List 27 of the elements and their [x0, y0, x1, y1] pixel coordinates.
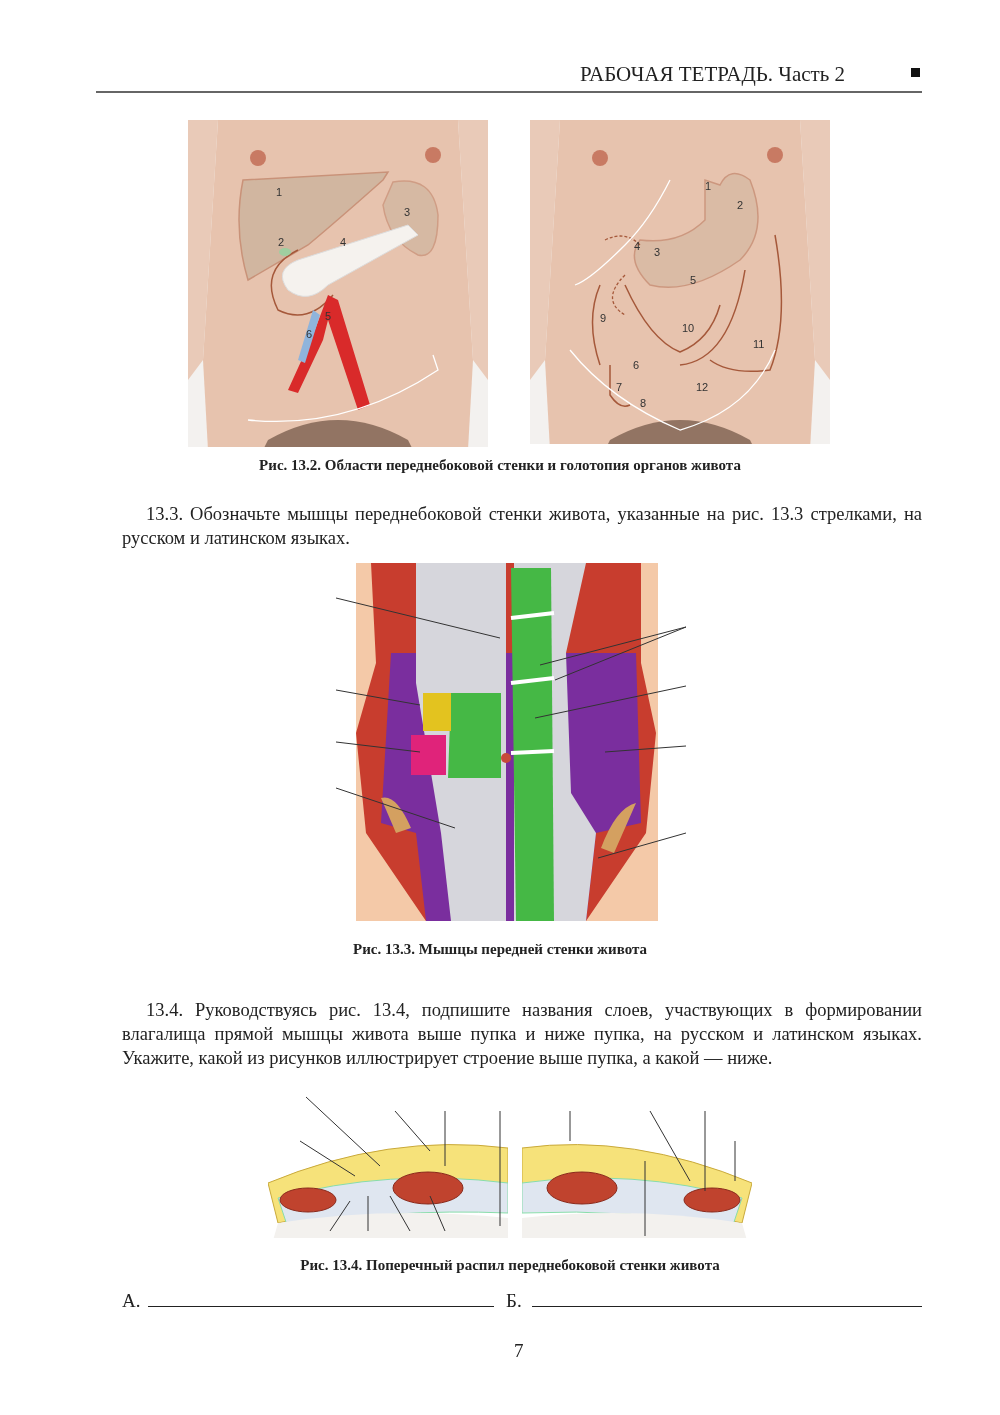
callout-number: 6: [306, 328, 313, 340]
callout-number: 6: [633, 359, 640, 371]
callout-number: 1: [705, 180, 712, 192]
figure-caption: Рис. 13.3. Мышцы передней стенки живота: [353, 941, 647, 958]
task-text: 13.3. Обозначьте мышцы переднебоковой стенки живота, указанные на рис. 13.3 стрелками, на русском и латинском языках.: [122, 503, 922, 550]
callout-number: 12: [696, 381, 709, 393]
callout-number: 1: [276, 186, 283, 198]
figure-caption: Рис. 13.4. Поперечный распил переднебоковой стенки живота: [300, 1257, 720, 1274]
callout-number: 3: [404, 206, 411, 218]
page-number: 7: [514, 1340, 524, 1362]
callout-number: 2: [278, 236, 285, 248]
callout-number: 9: [600, 312, 607, 324]
task-text: 13.4. Руководствуясь рис. 13.4, подпишите названия слоев, участвующих в формировании влагалища прямой мышцы живота выше пупка и ниже пупка, на русском и латинском языках. Укажите, какой из рисунков иллюстрирует строение выше пупка, а какой — ниже.: [122, 999, 922, 1070]
figure-caption: Рис. 13.2. Области переднебоковой стенки и голотопия органов живота: [259, 457, 741, 474]
answer-letter: Б.: [506, 1290, 522, 1312]
callout-number: 2: [737, 199, 744, 211]
callout-number: 3: [654, 246, 661, 258]
callout-number: 10: [682, 322, 695, 334]
callout-number: 8: [640, 397, 647, 409]
callout-number: 5: [690, 274, 697, 286]
callout-number: 4: [340, 236, 347, 248]
callout-number: 5: [325, 310, 332, 322]
callout-number: 4: [634, 240, 641, 252]
callout-number: 11: [753, 338, 765, 350]
answer-letter: А.: [122, 1290, 141, 1312]
callout-number: 7: [616, 381, 623, 393]
running-header: РАБОЧАЯ ТЕТРАДЬ. Часть 2: [580, 62, 846, 87]
